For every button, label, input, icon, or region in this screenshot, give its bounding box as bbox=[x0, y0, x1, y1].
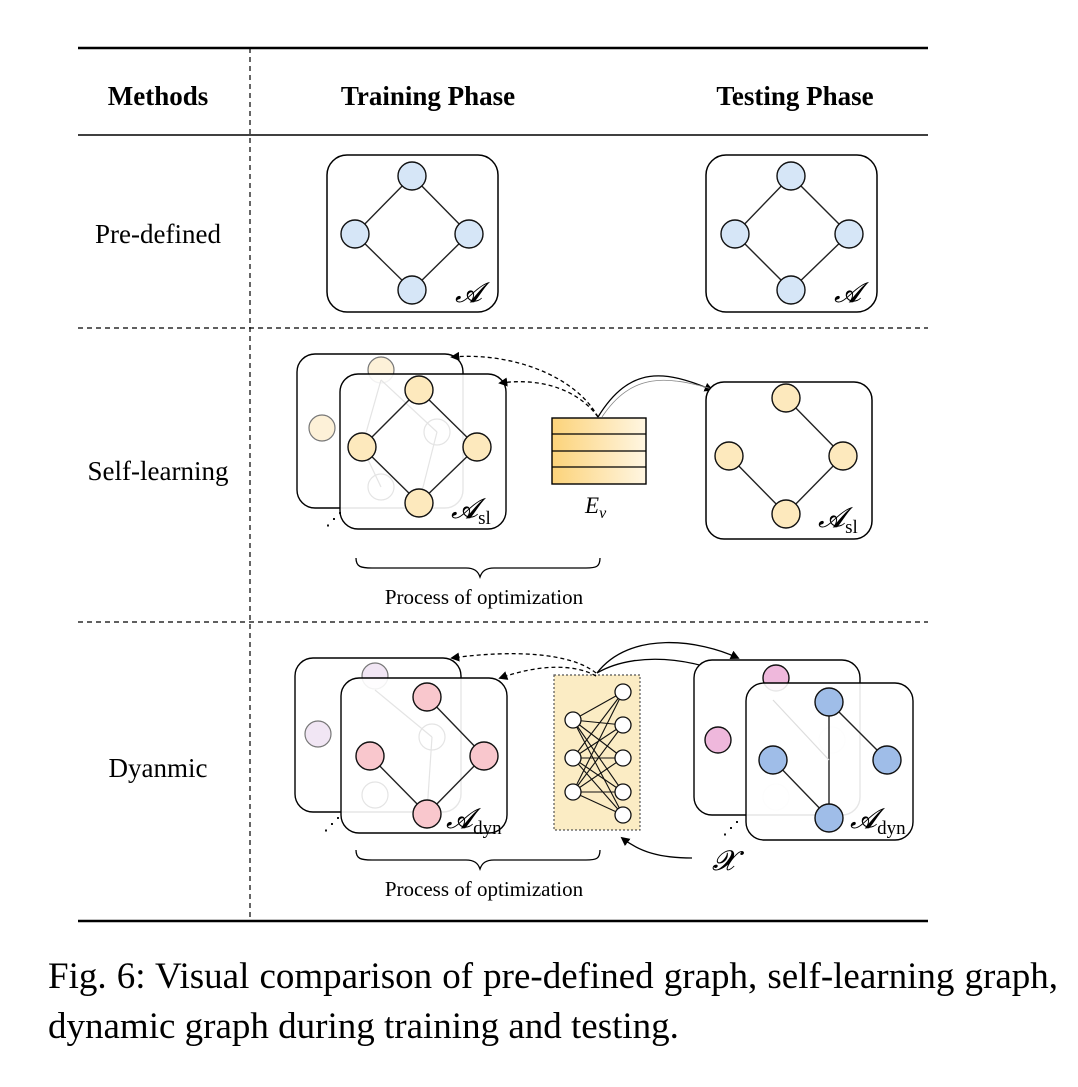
selflearning-arrows bbox=[450, 351, 714, 418]
dynamic-train-graph-stack: 𝓐dyn ⋰ bbox=[294, 657, 508, 839]
header-testing-phase: Testing Phase bbox=[716, 81, 873, 111]
embedding-label: Eν bbox=[584, 493, 607, 522]
predefined-train-graph: 𝓐 bbox=[326, 154, 499, 313]
dynamic-optimization-label: Process of optimization bbox=[385, 877, 584, 901]
dynamic-test-graph-stack: 𝓐dyn ⋰ bbox=[693, 659, 914, 841]
stack-ellipsis: ⋰ bbox=[323, 814, 341, 834]
embedding-block: Eν bbox=[551, 417, 647, 522]
figure-diagram: Methods Training Phase Testing Phase Pre… bbox=[78, 46, 928, 923]
selflearning-test-graph: 𝓐sl bbox=[705, 381, 873, 540]
predefined-test-graph: 𝓐 bbox=[705, 154, 878, 313]
stack-ellipsis: ⋰ bbox=[325, 509, 343, 529]
header-training-phase: Training Phase bbox=[341, 81, 515, 111]
selflearning-optimization-brace bbox=[355, 557, 601, 580]
row-label-predefined: Pre-defined bbox=[95, 219, 221, 249]
table-rules bbox=[78, 46, 928, 923]
header-methods: Methods bbox=[108, 81, 209, 111]
dynamic-optimization-brace bbox=[355, 849, 601, 872]
stack-ellipsis: ⋰ bbox=[722, 818, 740, 838]
row-label-self-learning: Self-learning bbox=[88, 456, 229, 486]
figure-caption: Fig. 6: Visual comparison of pre-defined… bbox=[48, 956, 1058, 1047]
dynamic-input-label: 𝓧 bbox=[712, 846, 745, 877]
selflearning-optimization-label: Process of optimization bbox=[385, 585, 584, 609]
row-label-dynamic: Dyanmic bbox=[109, 753, 208, 783]
selflearning-train-graph-stack: 𝓐sl ⋰ bbox=[296, 353, 507, 530]
dynamic-network-block bbox=[553, 674, 641, 831]
selflearning-test-adjacency-label: 𝓐sl bbox=[818, 503, 858, 538]
